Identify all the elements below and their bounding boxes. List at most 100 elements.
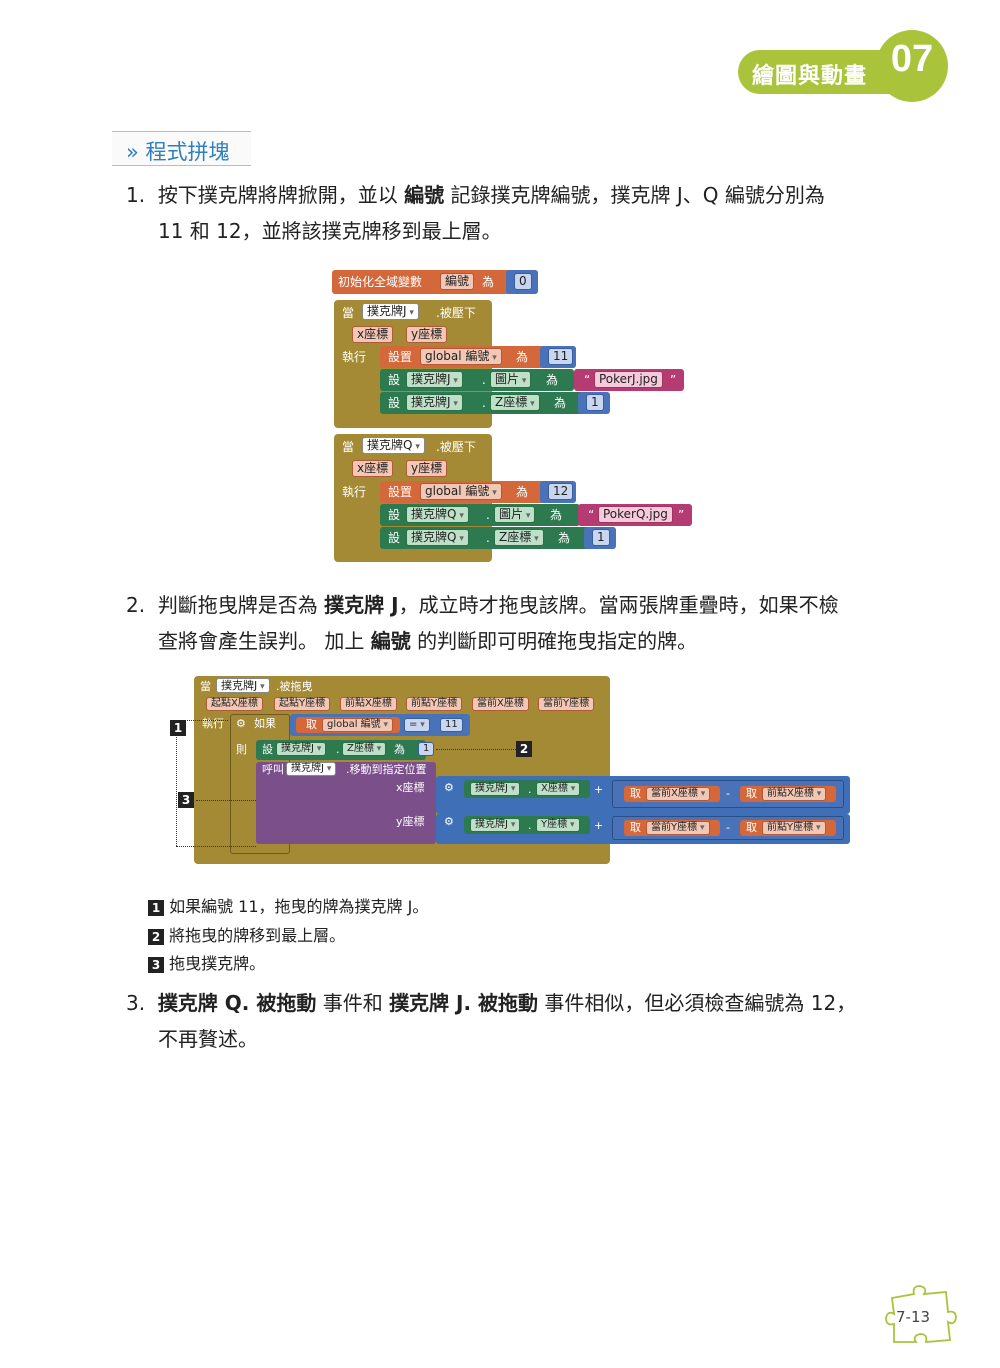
set-global-label: 設置 xyxy=(388,485,413,499)
property-dropdown: X座標 xyxy=(536,782,581,796)
operator-dropdown: = xyxy=(404,718,430,732)
as-label: 為 xyxy=(516,485,529,499)
get-label: 取 xyxy=(746,821,757,834)
step-number: 3. xyxy=(126,991,146,1015)
property-dropdown: 圖片 xyxy=(494,506,536,523)
component-dropdown: 撲克牌Q xyxy=(406,506,469,523)
quote-open: “ xyxy=(588,508,595,522)
property-dropdown: Z座標 xyxy=(342,742,387,756)
property-dropdown: 圖片 xyxy=(490,371,532,388)
quote-close: ” xyxy=(678,508,685,522)
do-label: 執行 xyxy=(342,350,367,364)
param-ref: 當前X座標 xyxy=(646,787,711,801)
method-name: .移動到指定位置 xyxy=(346,763,427,776)
blocks-figure-2: 當 撲克牌J .被拖曳 起點X座標 起點Y座標 前點X座標 前點Y座標 當前X座… xyxy=(160,674,860,870)
compare-value: 11 xyxy=(440,718,463,732)
param-ref: 前點Y座標 xyxy=(762,821,826,835)
step-keyword: 編號 xyxy=(404,183,445,207)
bracket-line xyxy=(176,728,177,846)
param-chip: 前點X座標 xyxy=(340,697,397,711)
chapter-title: 繪圖與動畫 xyxy=(752,64,868,89)
call-label: 呼叫 xyxy=(262,763,284,776)
z-value: 1 xyxy=(418,742,435,756)
then-label: 則 xyxy=(236,743,247,756)
blocks-figure-1: 初始化全域變數 編號 為 0 當 撲克牌J .被壓下 x座標 y座標 執行 設置… xyxy=(330,268,710,566)
step-3-line-2: 不再贅述。 xyxy=(158,1027,258,1051)
step-keyword: 編號 xyxy=(370,629,411,653)
global-var-dropdown: global 編號 xyxy=(322,718,394,732)
note-text: 拖曳撲克牌。 xyxy=(169,954,266,973)
step-2-line-2: 查將會產生誤判。 加上 編號 的判斷即可明確拖曳指定的牌。 xyxy=(158,623,697,659)
dot-label: . xyxy=(482,396,486,410)
component-dropdown: 撲克牌Q xyxy=(406,529,469,546)
chapter-number-badge xyxy=(876,30,948,102)
event-name: .被壓下 xyxy=(436,440,476,454)
note-number: 2 xyxy=(148,928,164,945)
global-var-dropdown: global 編號 xyxy=(420,483,502,500)
do-label: 執行 xyxy=(202,717,224,730)
quote-open: “ xyxy=(584,373,591,387)
get-label: 取 xyxy=(630,787,641,800)
param-ref: 前點X座標 xyxy=(762,787,827,801)
as-label: 為 xyxy=(516,350,529,364)
set-label: 設 xyxy=(388,508,401,522)
set-label: 設 xyxy=(388,531,401,545)
get-label: 取 xyxy=(630,821,641,834)
global-var-dropdown: global 編號 xyxy=(420,348,502,365)
set-label: 設 xyxy=(388,396,401,410)
step-1: 1. 按下撲克牌將牌掀開，並以 編號 記錄撲克牌編號，撲克牌 J、Q 編號分別為 xyxy=(126,177,946,213)
event-name: .被拖曳 xyxy=(276,680,313,693)
plus-label: + xyxy=(594,819,604,832)
param-chip: 起點X座標 xyxy=(206,697,263,711)
init-global-label: 初始化全域變數 xyxy=(338,275,423,289)
note-2: 2 將拖曳的牌移到最上層。 xyxy=(148,922,345,946)
component-dropdown: 撲克牌J xyxy=(470,818,521,832)
marker-3: 3 xyxy=(178,792,194,808)
minus-label: - xyxy=(726,787,730,800)
x-arg-label: x座標 xyxy=(396,781,425,794)
param-chip: 前點Y座標 xyxy=(406,697,463,711)
z-value: 1 xyxy=(592,529,610,546)
component-dropdown: 撲克牌J xyxy=(216,678,270,693)
init-value: 0 xyxy=(514,273,532,290)
step-keyword: 撲克牌 J. 被拖動 xyxy=(389,991,539,1015)
init-as-label: 為 xyxy=(482,275,495,289)
y-arg-label: y座標 xyxy=(396,815,425,828)
dot-label: . xyxy=(486,508,490,522)
plus-label: + xyxy=(594,783,604,796)
component-dropdown: 撲克牌J xyxy=(276,742,327,756)
dot-label: . xyxy=(482,373,486,387)
page-number: 7-13 xyxy=(896,1308,931,1326)
section-title: » 程式拼塊 xyxy=(126,140,230,164)
call-move-block xyxy=(256,762,436,844)
property-dropdown: Z座標 xyxy=(494,529,544,546)
do-label: 執行 xyxy=(342,485,367,499)
step-text: 記錄撲克牌編號，撲克牌 J、Q 編號分別為 xyxy=(450,183,825,207)
as-label: 為 xyxy=(554,396,567,410)
component-dropdown: 撲克牌J xyxy=(362,303,419,320)
text-value: PokerQ.jpg xyxy=(598,506,673,523)
param-y: y座標 xyxy=(406,460,448,477)
property-dropdown: Z座標 xyxy=(490,394,540,411)
param-chip: 當前X座標 xyxy=(472,697,529,711)
step-text: 的判斷即可明確拖曳指定的牌。 xyxy=(417,629,698,653)
param-y: y座標 xyxy=(406,326,448,343)
note-text: 如果編號 11，拖曳的牌為撲克牌 J。 xyxy=(169,897,429,916)
step-number: 2. xyxy=(126,593,146,617)
param-ref: 當前Y座標 xyxy=(646,821,710,835)
dot-label: . xyxy=(528,783,532,796)
text-value: PokerJ.jpg xyxy=(594,371,663,388)
param-x: x座標 xyxy=(352,460,394,477)
section-header xyxy=(112,131,251,166)
param-x: x座標 xyxy=(352,326,394,343)
set-label: 設 xyxy=(262,743,273,756)
leader-line xyxy=(436,749,516,750)
leader-line xyxy=(176,720,228,721)
component-dropdown: 撲克牌J xyxy=(470,782,521,796)
as-label: 為 xyxy=(550,508,563,522)
number-value: 12 xyxy=(548,483,574,500)
init-global-block xyxy=(332,270,538,294)
step-2: 2. 判斷拖曳牌是否為 撲克牌 J，成立時才拖曳該牌。當兩張牌重疊時，如果不檢 xyxy=(126,587,956,623)
dot-label: . xyxy=(486,531,490,545)
step-text: 事件和 xyxy=(322,991,383,1015)
